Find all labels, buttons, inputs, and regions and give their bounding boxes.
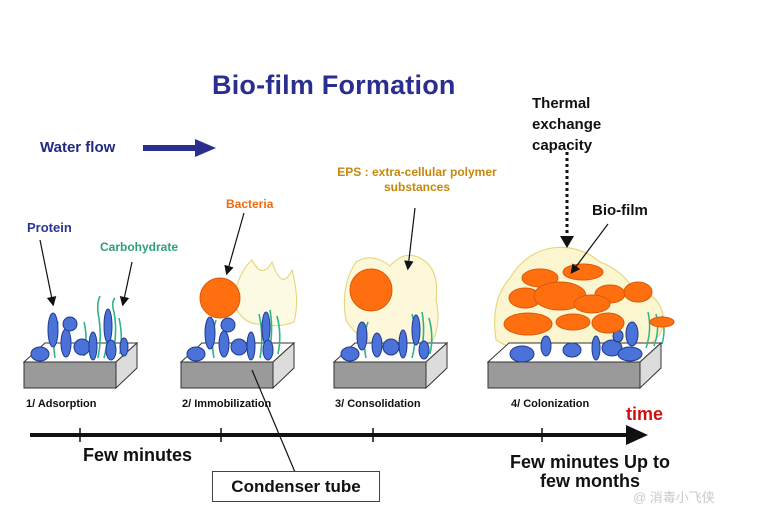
thermal-arrow [560, 152, 574, 248]
stage-label-1: 1/ Adsorption [26, 398, 97, 410]
protein-molecules-3 [340, 314, 430, 362]
bacteria-colony-4 [503, 263, 675, 336]
condenser-tube-label: Condenser tube [231, 477, 361, 496]
stage-label-4: 4/ Colonization [511, 398, 590, 410]
bacterium-3 [349, 268, 393, 312]
eps-label: EPS : extra-cellular polymer substances [337, 165, 497, 194]
condenser-tube-box [212, 471, 380, 502]
bacteria-label: Bacteria [226, 197, 274, 211]
protein-molecules-2 [186, 311, 274, 362]
time-axis-label: time [626, 404, 664, 424]
stage-label-3: 3/ Consolidation [335, 398, 421, 410]
carbohydrate-label: Carbohydrate [100, 240, 179, 254]
protein-molecules-1 [30, 308, 129, 362]
diagram-title: Bio-film Formation [212, 70, 456, 100]
thermal-label: Thermal exchange capacity [532, 95, 602, 154]
protein-label: Protein [27, 220, 72, 235]
stage-label-2: 2/ Immobilization [182, 398, 272, 410]
protein-molecules-4 [509, 321, 643, 363]
water-flow-arrow [143, 139, 216, 157]
pointer-arrows [39, 207, 609, 487]
bacterium-2 [199, 277, 241, 319]
timeline-start-label: Few minutes [83, 445, 193, 465]
timeline-axis [30, 425, 648, 445]
water-flow-label: Water flow [40, 139, 116, 156]
biofilm-label: Bio-film [592, 202, 648, 219]
watermark: @ 消毒小飞侠 [633, 490, 715, 505]
timeline-end-label: Few minutes Up to few months [509, 452, 670, 491]
